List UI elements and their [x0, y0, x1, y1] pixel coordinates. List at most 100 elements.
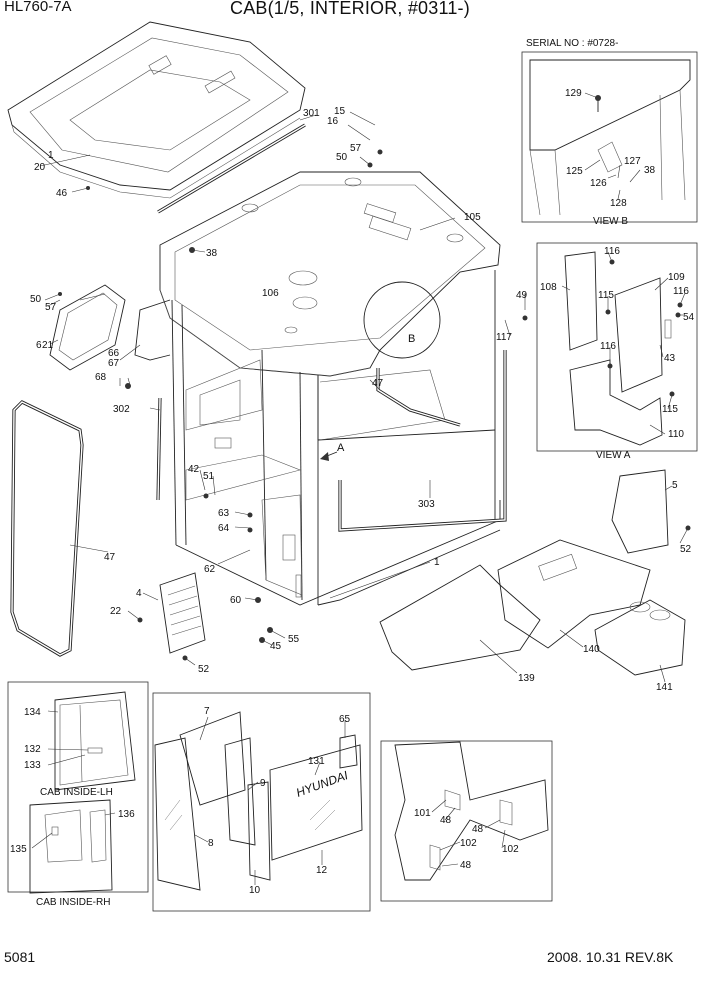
revision-date: 2008. 10.31 REV.8K	[547, 949, 674, 965]
callout-label: 55	[288, 634, 300, 645]
page-title: CAB(1/5, INTERIOR, #0311-)	[230, 0, 470, 18]
callout-label: 116	[600, 341, 616, 352]
callout-label: 9	[260, 778, 266, 789]
page-number: 5081	[4, 949, 36, 965]
callout-label: 57	[350, 143, 362, 154]
callout-label: 127	[624, 156, 641, 167]
callout-label: 50	[30, 294, 42, 305]
callout-label: 62	[204, 564, 216, 575]
callout-label: 12	[316, 865, 328, 876]
callout-label: 51	[203, 471, 215, 482]
callout-label: 66	[108, 348, 120, 359]
callout-label: 52	[198, 664, 210, 675]
callout-label: 38	[206, 248, 218, 259]
mount-detail-frame	[380, 740, 553, 902]
callout-label: 135	[10, 844, 27, 855]
callout-label: 67	[108, 358, 120, 369]
floor-mats	[379, 539, 686, 676]
callout-label: 48	[440, 815, 452, 826]
callout-label: 116	[604, 246, 620, 257]
callout-label: 110	[668, 429, 684, 440]
arrow-a-marker: A	[337, 442, 345, 454]
callout-label: 48	[460, 860, 472, 871]
callout-label: 8	[208, 838, 214, 849]
callout-label: 109	[668, 272, 685, 283]
view-b-frame	[521, 51, 698, 223]
callout-label: 6	[36, 340, 42, 351]
callout-label: 116	[673, 286, 689, 297]
view-a-detail	[564, 251, 672, 446]
callout-label: 63	[218, 508, 230, 519]
cab-inside-rh-label: CAB INSIDE-RH	[36, 897, 110, 908]
callout-label: 42	[188, 464, 200, 475]
detail-b-marker: B	[408, 333, 415, 345]
callout-label: 45	[270, 641, 282, 652]
louver-panel-4	[159, 572, 206, 654]
glass-panels: HYUNDAI	[154, 711, 363, 891]
callout-label: 22	[110, 606, 122, 617]
callout-label: 43	[664, 353, 676, 364]
callout-label: 115	[598, 290, 614, 301]
callout-label: 302	[113, 404, 130, 415]
callout-label: 129	[565, 88, 582, 99]
cab-inside-lh-drawing	[54, 691, 136, 791]
callout-label: 1	[48, 150, 54, 161]
callout-label: 50	[336, 152, 348, 163]
callout-label: 102	[502, 844, 519, 855]
cab-inside-lh-frame	[7, 681, 149, 893]
callout-label: 108	[540, 282, 557, 293]
callout-label: 134	[24, 707, 41, 718]
callout-label: 101	[414, 808, 431, 819]
callout-label: 48	[472, 824, 484, 835]
callout-label: 106	[262, 288, 279, 299]
callout-label: 47	[372, 378, 384, 389]
callout-label: 7	[204, 706, 210, 717]
cab-inside-lh-label: CAB INSIDE-LH	[40, 787, 113, 798]
callout-label: 133	[24, 760, 41, 771]
glass-set-frame	[152, 692, 371, 912]
callout-label: 102	[460, 838, 477, 849]
model-number: HL760-7A	[4, 0, 72, 15]
callout-label: 139	[518, 673, 535, 684]
callout-label: 5	[672, 480, 678, 491]
serial-number-note: SERIAL NO : #0728-	[526, 38, 618, 49]
callout-label: 125	[566, 166, 583, 177]
callout-label: 20	[34, 162, 46, 173]
callout-label: 57	[45, 302, 57, 313]
callout-label: 49	[516, 290, 528, 301]
callout-label: 68	[95, 372, 107, 383]
callout-label: 64	[218, 523, 230, 534]
callout-label: 141	[656, 682, 673, 693]
callout-label: 303	[418, 499, 435, 510]
callout-label: 38	[644, 165, 656, 176]
callout-label: 115	[662, 404, 678, 415]
callout-label: 140	[583, 644, 600, 655]
side-panel-5	[611, 469, 669, 554]
view-a-frame	[536, 242, 698, 452]
callout-label: 301	[303, 108, 320, 119]
callout-label: 132	[24, 744, 41, 755]
grab-handle-66	[134, 299, 171, 361]
callout-label: 52	[680, 544, 692, 555]
callout-label: 1	[434, 557, 440, 568]
callout-label: 60	[230, 595, 242, 606]
view-a-label: VIEW A	[596, 450, 631, 461]
view-b-label: VIEW B	[593, 216, 628, 227]
callout-label: 15	[334, 106, 346, 117]
callout-label: 54	[683, 312, 695, 323]
callout-label: 128	[610, 198, 627, 209]
callout-label: 4	[136, 588, 142, 599]
callout-label: 10	[249, 885, 261, 896]
cab-inside-rh-drawing	[29, 799, 113, 894]
callout-label: 105	[464, 212, 481, 223]
callout-label: 131	[308, 756, 325, 767]
callout-label: 117	[496, 332, 512, 343]
small-window-6	[49, 284, 126, 371]
callout-label: 16	[327, 116, 339, 127]
callout-label: 46	[56, 188, 68, 199]
callout-label: 21	[42, 340, 54, 351]
view-b-detail	[529, 59, 691, 216]
callout-label: 126	[590, 178, 607, 189]
callout-label: 47	[104, 552, 116, 563]
